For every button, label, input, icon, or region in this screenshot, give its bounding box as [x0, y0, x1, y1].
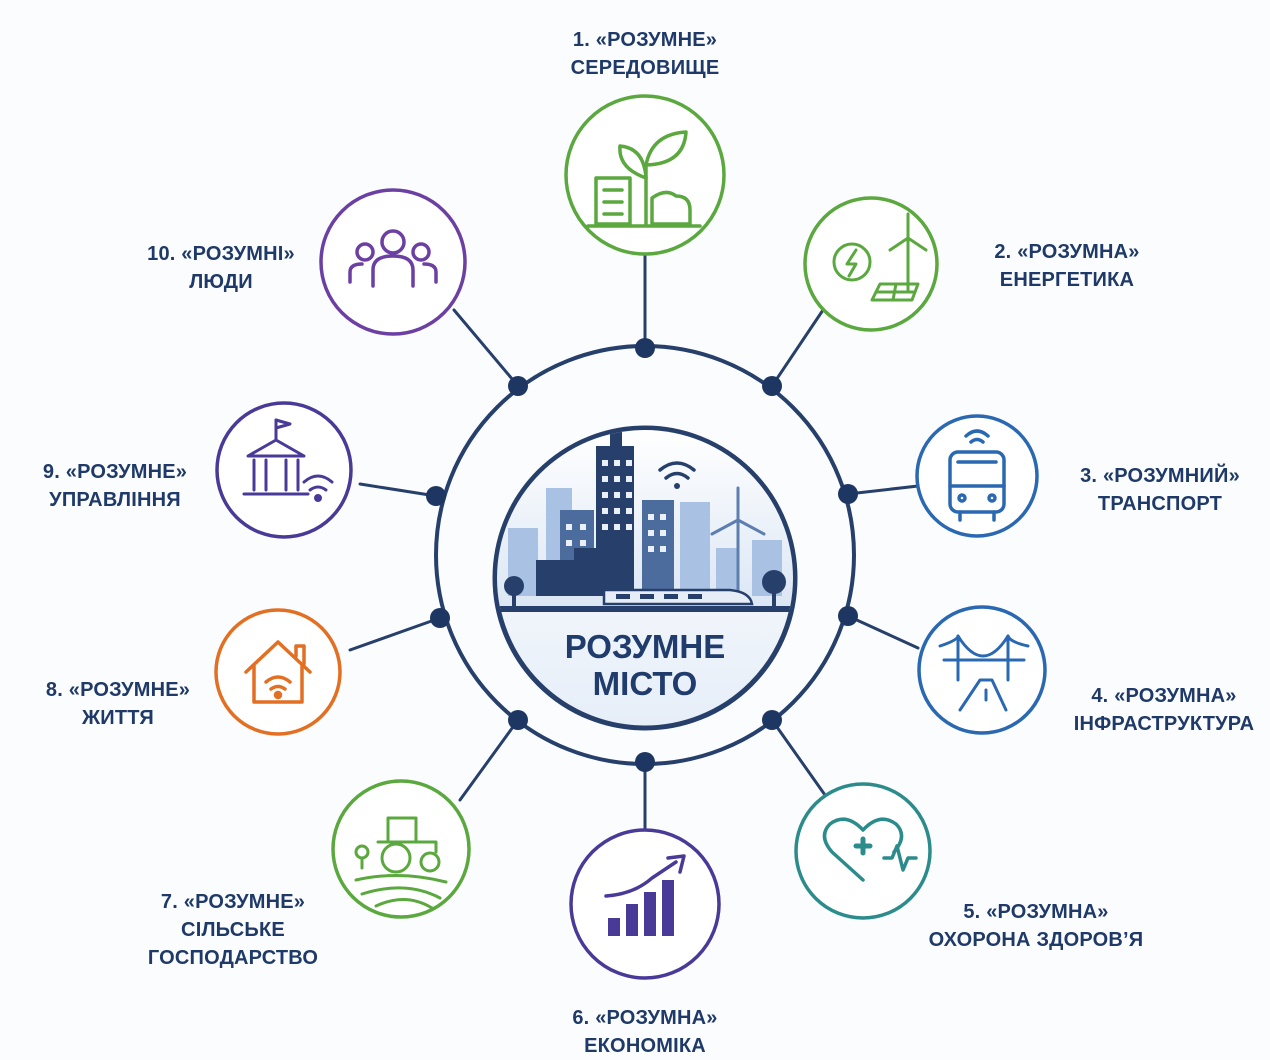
- center-city-badge: [492, 425, 798, 731]
- smart-home-icon: [244, 640, 312, 704]
- plant-city-icon: [586, 130, 702, 228]
- label-living: 8. «РОЗУМНЕ» ЖИТТЯ: [38, 676, 198, 732]
- label-infrastructure-line1: 4. «РОЗУМНА»: [1091, 685, 1237, 707]
- label-economy-line1: 6. «РОЗУМНА»: [572, 1007, 718, 1029]
- government-building-icon: [242, 418, 334, 502]
- label-governance-line1: 9. «РОЗУМНЕ»: [42, 461, 188, 483]
- connector-governance: [358, 482, 438, 498]
- label-health: 5. «РОЗУМНА» ОХОРОНА ЗДОРОВ’Я: [916, 898, 1156, 954]
- label-infrastructure: 4. «РОЗУМНА» ІНФРАСТРУКТУРА: [1064, 682, 1264, 738]
- bridge-icon: [938, 634, 1030, 712]
- tree-icons: [504, 570, 786, 606]
- label-transport-line2: ТРАНСПОРТ: [1097, 493, 1223, 515]
- connector-lines: [348, 252, 920, 832]
- wind-turbine-icon: [710, 486, 766, 592]
- train-icon: [602, 588, 754, 606]
- wifi-icon: [658, 461, 696, 489]
- connector-agriculture: [458, 718, 520, 802]
- connector-transport: [846, 484, 920, 496]
- label-energy: 2. «РОЗУМНА» ЕНЕРГЕТИКА: [984, 238, 1150, 294]
- city-skyline-icon: [497, 430, 793, 612]
- node-transport-circle: [915, 414, 1039, 538]
- label-agriculture-line2: СІЛЬСЬКЕ: [181, 919, 285, 941]
- connector-infrastructure: [846, 614, 920, 650]
- node-agriculture-circle: [331, 779, 471, 919]
- tractor-icon: [354, 816, 448, 910]
- node-infrastructure-circle: [917, 605, 1047, 735]
- ring-dots: [426, 338, 858, 772]
- center-title: РОЗУМНЕ МІСТО: [520, 628, 770, 702]
- label-transport: 3. «РОЗУМНИЙ» ТРАНСПОРТ: [1080, 462, 1240, 518]
- connector-living: [348, 616, 442, 652]
- connector-health: [770, 718, 827, 797]
- label-economy-line2: ЕКОНОМІКА: [584, 1035, 706, 1057]
- wind-solar-icon: [832, 212, 928, 302]
- label-agriculture-line1: 7. «РОЗУМНЕ»: [160, 891, 306, 913]
- people-group-icon: [348, 229, 438, 288]
- label-environment-line1: 1. «РОЗУМНЕ»: [572, 29, 718, 51]
- node-people-circle: [319, 188, 467, 336]
- node-living-circle: [214, 608, 342, 736]
- label-environment-line2: СЕРЕДОВИЩЕ: [570, 57, 720, 79]
- connector-people: [452, 308, 520, 388]
- label-energy-line1: 2. «РОЗУМНА»: [994, 241, 1140, 263]
- label-governance: 9. «РОЗУМНЕ» УПРАВЛІННЯ: [30, 458, 200, 514]
- bus-icon: [948, 429, 1006, 522]
- label-transport-line1: 3. «РОЗУМНИЙ»: [1080, 465, 1240, 487]
- label-agriculture-line3: ГОСПОДАРСТВО: [147, 947, 319, 969]
- label-environment: 1. «РОЗУМНЕ» СЕРЕДОВИЩЕ: [565, 26, 725, 82]
- label-governance-line2: УПРАВЛІННЯ: [49, 489, 181, 511]
- center-title-line1: РОЗУМНЕ: [564, 628, 726, 665]
- center-title-line2: МІСТО: [592, 665, 698, 702]
- label-health-line1: 5. «РОЗУМНА»: [963, 901, 1109, 923]
- growth-chart-icon: [604, 854, 686, 936]
- label-agriculture: 7. «РОЗУМНЕ» СІЛЬСЬКЕ ГОСПОДАРСТВО: [138, 888, 328, 972]
- label-people-line2: ЛЮДИ: [189, 271, 253, 293]
- label-living-line2: ЖИТТЯ: [82, 707, 154, 729]
- label-infrastructure-line2: ІНФРАСТРУКТУРА: [1073, 713, 1255, 735]
- label-people: 10. «РОЗУМНІ» ЛЮДИ: [136, 240, 306, 296]
- label-energy-line2: ЕНЕРГЕТИКА: [999, 269, 1135, 291]
- label-living-line1: 8. «РОЗУМНЕ»: [45, 679, 191, 701]
- label-health-line2: ОХОРОНА ЗДОРОВ’Я: [928, 929, 1144, 951]
- label-economy: 6. «РОЗУМНА» ЕКОНОМІКА: [560, 1004, 730, 1060]
- heart-pulse-icon: [822, 817, 918, 882]
- label-people-line1: 10. «РОЗУМНІ»: [147, 243, 295, 265]
- connector-energy: [770, 308, 825, 388]
- node-governance-circle: [215, 401, 353, 539]
